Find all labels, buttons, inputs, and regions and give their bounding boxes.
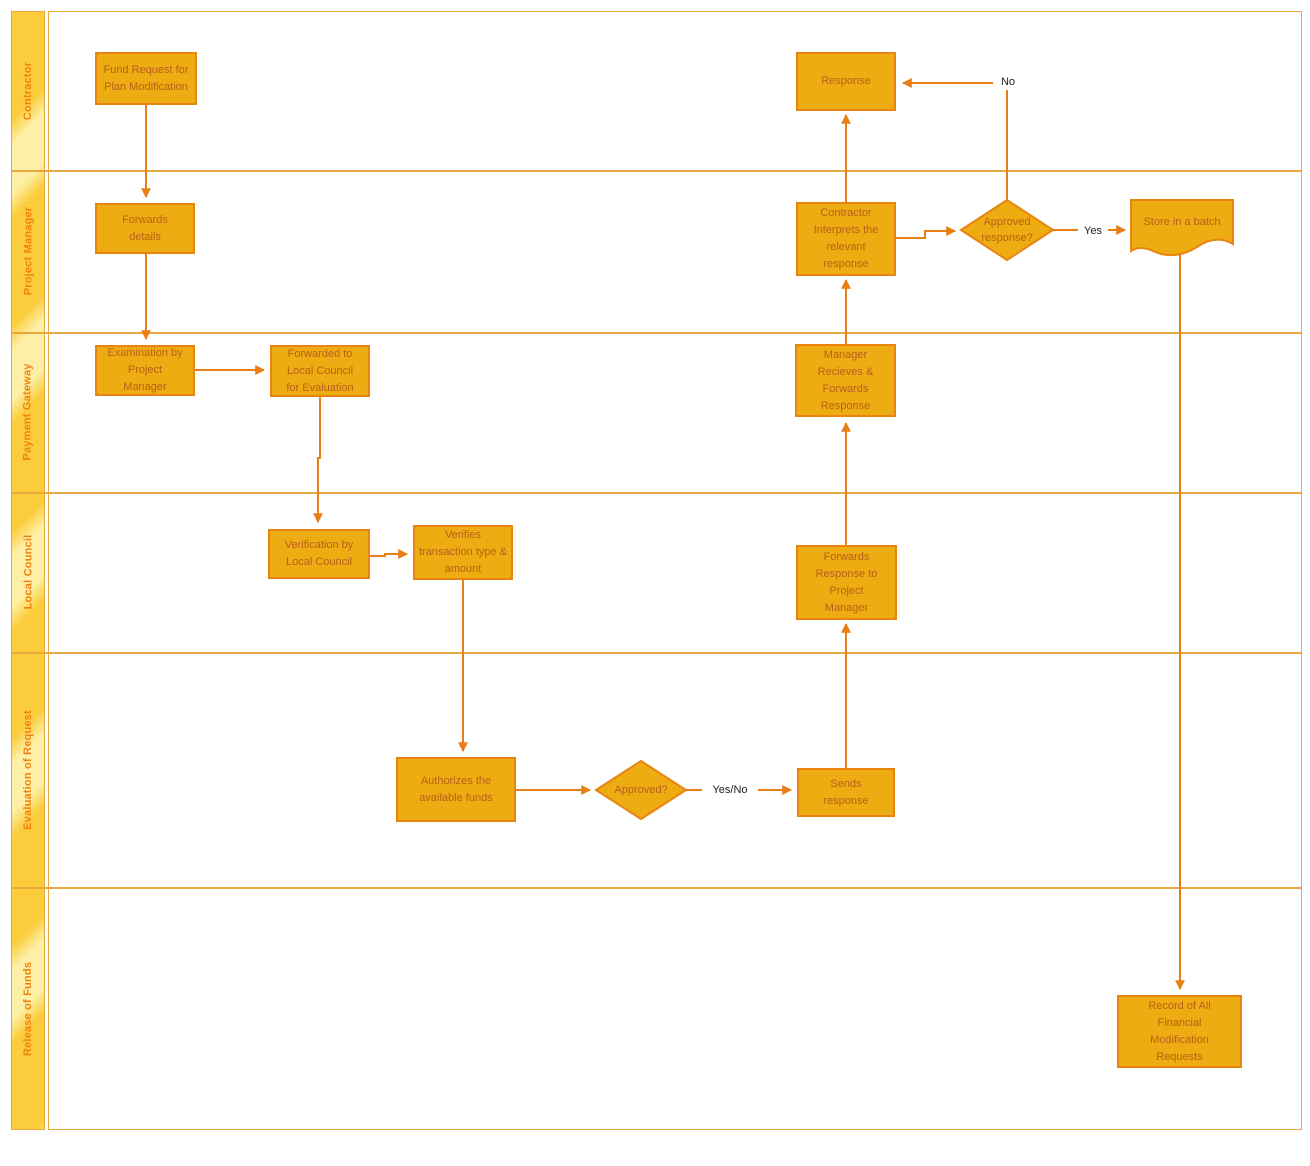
lane-divider-5 (11, 887, 1302, 889)
node-contractor-interprets[interactable]: Contractor Interprets the relevant respo… (796, 202, 896, 276)
lane-divider-2 (11, 332, 1302, 334)
edge-verification-to-verifies (370, 549, 409, 559)
lane-header-column (11, 11, 45, 1130)
document-store-batch-shape[interactable] (1130, 199, 1234, 257)
edge-approved-response-no-to-response (901, 78, 1008, 200)
lane-divider-1 (11, 170, 1302, 172)
node-examination[interactable]: Examination by Project Manager (95, 345, 195, 396)
lane-content-area (48, 11, 1302, 1130)
node-response[interactable]: Response (796, 52, 896, 111)
document-store-batch-label: Store in a batch (1143, 216, 1221, 228)
node-verification-local-council[interactable]: Verification by Local Council (268, 529, 370, 579)
lane-divider-3 (11, 492, 1302, 494)
node-sends-response[interactable]: Sends response (797, 768, 895, 817)
edge-label-no: No (993, 74, 1023, 90)
node-authorizes-funds[interactable]: Authorizes the available funds (396, 757, 516, 822)
node-manager-receives[interactable]: Manager Recieves & Forwards Response (795, 344, 896, 417)
node-record-all-requests[interactable]: Record of All Financial Modification Req… (1117, 995, 1242, 1068)
edge-contractor-interprets-to-approved-response (896, 226, 957, 239)
node-forwards-response[interactable]: Forwards Response to Project Manager (796, 545, 897, 620)
decision-approved-label: Approved? (614, 784, 668, 796)
edge-label-yes-no: Yes/No (702, 782, 758, 798)
node-verifies-transaction[interactable]: Verifies transaction type & amount (413, 525, 513, 580)
node-fund-request[interactable]: Fund Request for Plan Modification (95, 52, 197, 105)
edge-forwarded-lc-to-verification (313, 397, 323, 524)
edge-label-yes: Yes (1078, 223, 1108, 239)
lane-divider-4 (11, 652, 1302, 654)
node-forwards-details[interactable]: Forwards details (95, 203, 195, 254)
node-forwarded-local-council[interactable]: Forwarded to Local Council for Evaluatio… (270, 345, 370, 397)
decision-approved-response-label: Approved response? (981, 216, 1033, 244)
